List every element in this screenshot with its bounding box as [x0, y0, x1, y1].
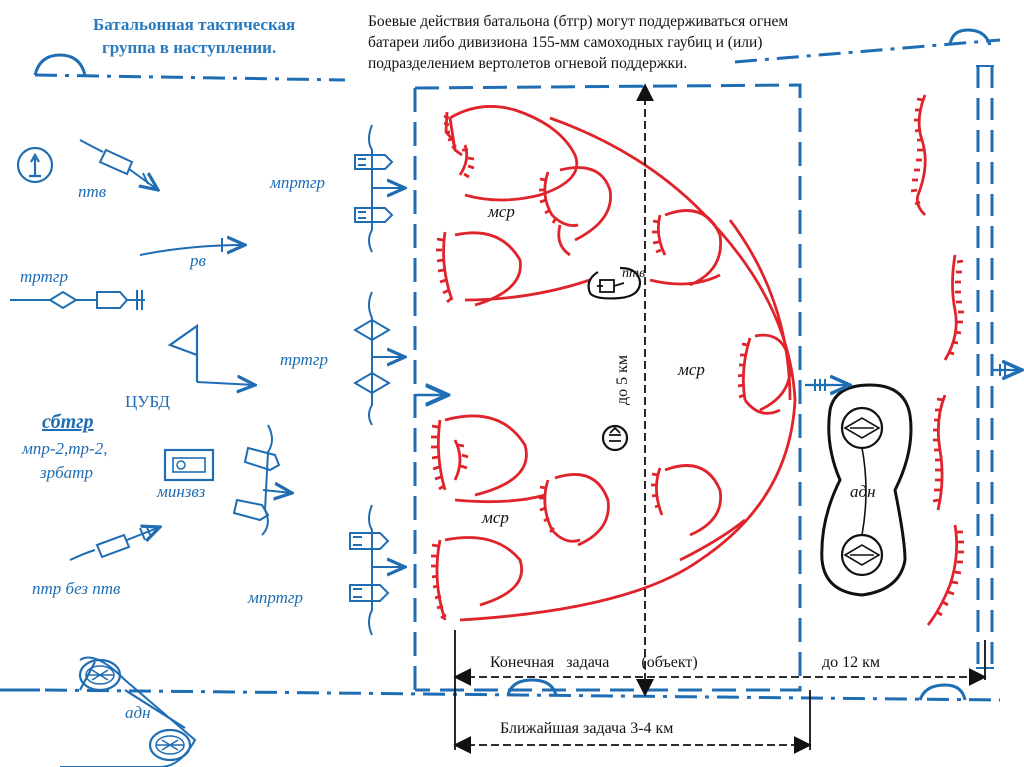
trtgr-mid-label: тртгр: [280, 350, 328, 369]
minzv-symbol: [163, 448, 215, 482]
minzv-label: минзвз: [156, 482, 206, 501]
title-line-1: Батальонная тактическая: [93, 15, 295, 34]
depth-label: до 5 км: [614, 355, 631, 405]
zone-boundary: [0, 28, 1001, 702]
ptv-left-label: птв: [78, 182, 107, 201]
mprtgr-bottom-label: мпртгр: [247, 588, 303, 607]
sbtgr-sub2: зрбатр: [39, 463, 93, 482]
note-line-2: батареи либо дивизиона 155-мм самоходных…: [368, 34, 762, 51]
note-line-1: Боевые действия батальона (бтгр) могут п…: [368, 13, 788, 30]
sbtgr-sub1: мпр-2,тр-2,: [21, 439, 107, 458]
ptv-left-symbol: [79, 139, 158, 190]
msr-label-3: мср: [481, 508, 509, 527]
msr-zone-box: [413, 83, 802, 692]
nearest-task-label: Ближайшая задача 3-4 км: [500, 720, 673, 737]
title-line-2: группа в наступлении.: [102, 38, 276, 57]
mprtgr-bottom-symbol: [349, 504, 405, 636]
tsubd-flag-icon: [167, 323, 255, 385]
trtgr-mid-symbol: [353, 291, 405, 426]
msr-label-1: мср: [487, 202, 515, 221]
adn-right-symbol: [820, 383, 913, 597]
task-dimensions: [453, 630, 987, 754]
adn-bottom-label: адн: [125, 703, 151, 722]
command-post-icon: [601, 424, 629, 452]
adn-bottom-symbol: [60, 656, 197, 767]
mprtgr-top-symbol: [354, 124, 405, 253]
mprtgr-top-label: мпртгр: [269, 173, 325, 192]
note-line-3: подразделением вертолетов огневой поддер…: [368, 55, 687, 72]
trtgr-left-symbol: [10, 290, 145, 310]
rv-label: рв: [189, 251, 207, 270]
ptr-symbol: [69, 525, 160, 561]
right-arrows: [805, 364, 1022, 391]
tsubd-label: ЦУБД: [125, 392, 170, 411]
rv-symbol: [139, 238, 245, 256]
mid-left-unit-symbol: [232, 424, 292, 536]
to-12-km-label: до 12 км: [822, 654, 880, 671]
ptv-center-label: птв: [622, 266, 645, 281]
trtgr-left-label: тртгр: [20, 267, 68, 286]
msr-label-2: мср: [677, 360, 705, 379]
signal-post-icon: [16, 146, 54, 184]
adn-right-label: адн: [850, 482, 876, 501]
sbtgr-label: сбтгр: [42, 411, 94, 433]
ptr-label: птр без птв: [32, 579, 121, 598]
final-task-label: Конечная задача (объект): [490, 654, 698, 671]
